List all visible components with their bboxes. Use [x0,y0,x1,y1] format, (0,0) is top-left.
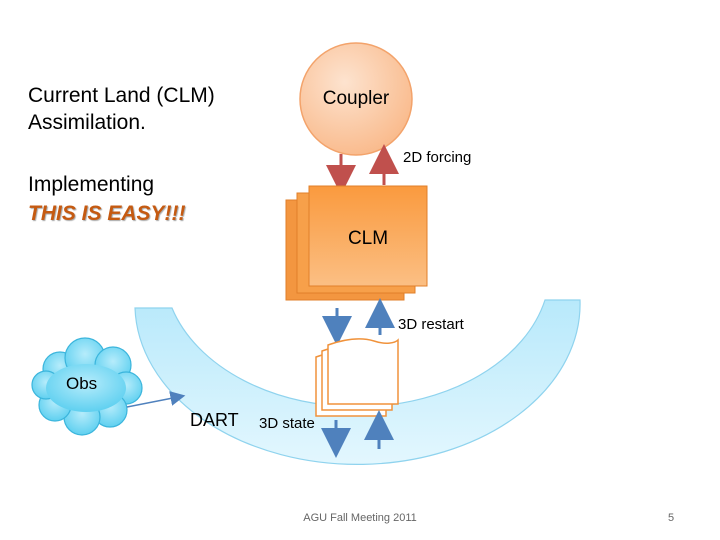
forcing-label: 2D forcing [403,149,472,166]
dart-arc [134,299,581,466]
emphasis-text: THIS IS EASY!!! [28,202,186,225]
clm-stack [285,185,428,301]
intro-text: Current Land (CLM) Assimilation. [28,82,215,136]
footer-text: AGU Fall Meeting 2011 [303,512,417,524]
obs-cloud [31,337,143,436]
dart-label: DART [190,410,239,430]
clm-label: CLM [347,228,389,249]
coupler-node [299,42,413,156]
page-number: 5 [668,512,675,524]
intro-line-1: Current Land (CLM) [28,84,215,107]
state-label: 3D state [259,415,315,432]
coupler-label: Coupler [322,88,390,109]
obs-label: Obs [66,374,98,393]
restart-files [315,338,399,417]
obs-to-dart-arrow [126,391,186,408]
restart-label: 3D restart [398,316,464,333]
implementing-text: Implementing [28,173,155,196]
intro-line-2: Assimilation. [28,111,146,134]
